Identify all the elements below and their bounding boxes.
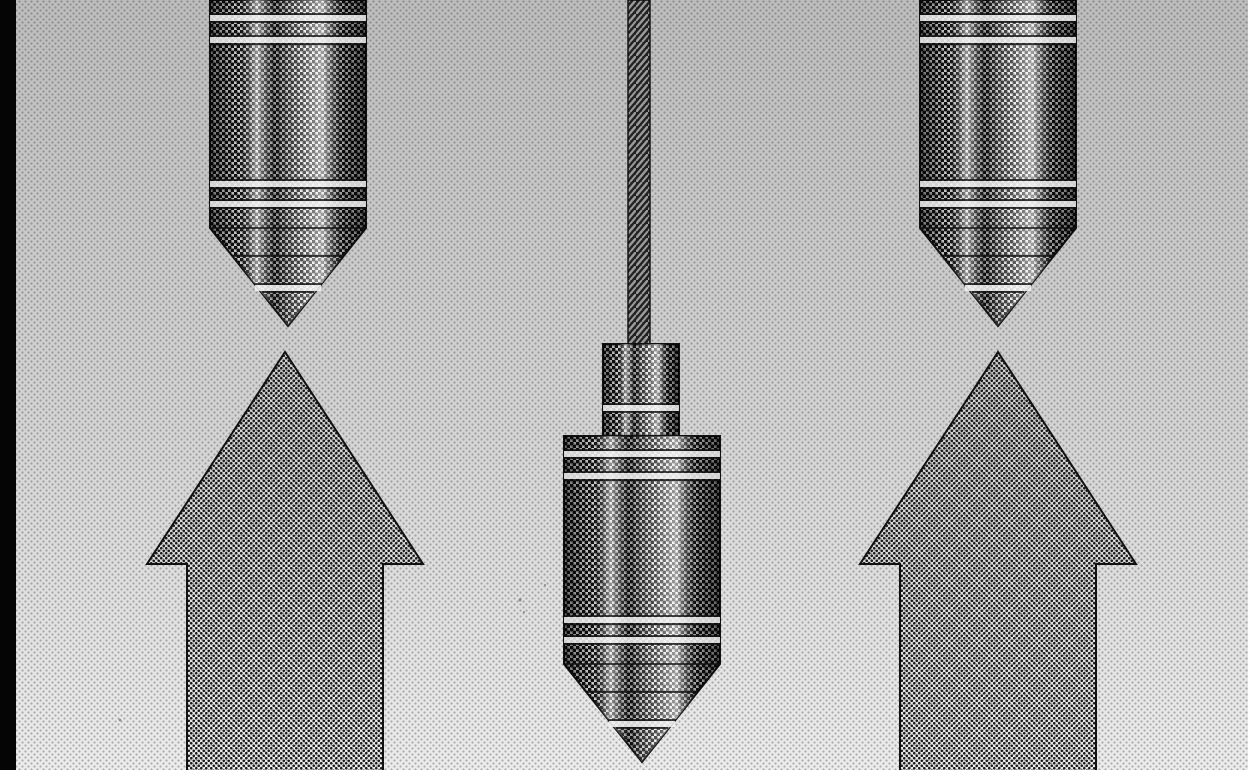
- center-bob-collar: [602, 343, 680, 437]
- left-border: [0, 0, 16, 770]
- center-rope: [627, 0, 651, 347]
- center-plumb-bob: [563, 343, 721, 763]
